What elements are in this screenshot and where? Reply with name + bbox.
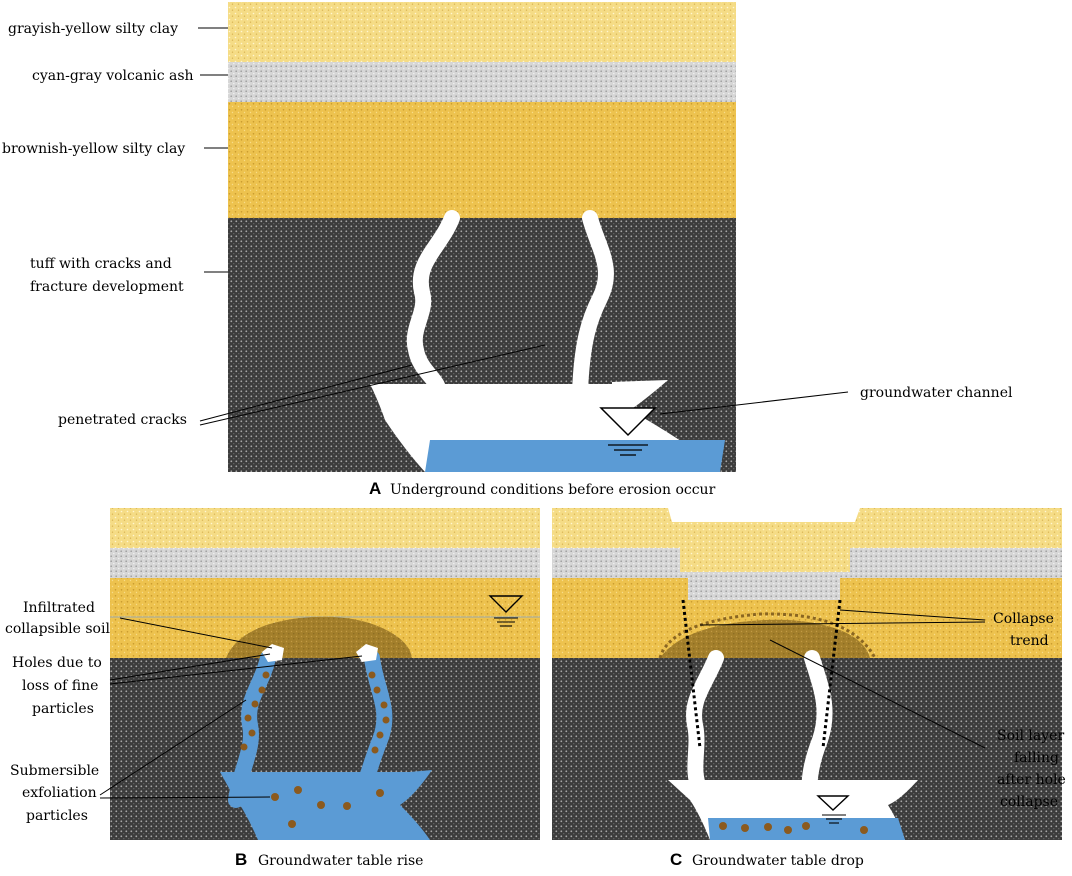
collapse-trend-line-right — [821, 599, 842, 749]
c-channel-particles — [719, 822, 868, 834]
c-water-table-icon — [816, 795, 850, 811]
label-holes-line-2: loss of fine — [22, 678, 98, 694]
label-infiltrated-line-1: Infiltrated — [23, 600, 95, 616]
water-table-icon — [599, 407, 657, 437]
b-layer-grayish-yellow — [110, 508, 540, 548]
surface-depression — [668, 508, 860, 522]
caption-b-letter: B — [235, 850, 247, 869]
label-soil-line-4: collapse — [1000, 794, 1058, 810]
hole-right — [356, 644, 378, 662]
collapse-trend-arc — [658, 612, 877, 659]
caption-c-letter: C — [670, 850, 682, 869]
label-tuff-line-1: tuff with cracks and — [30, 256, 172, 272]
b-groundwater-channel — [220, 770, 432, 840]
label-holes-line-1: Holes due to — [12, 655, 102, 671]
groundwater-water — [425, 440, 725, 472]
b-layer-cyan-gray — [110, 548, 540, 578]
layer-brownish-yellow-silty-clay — [228, 102, 736, 218]
label-grayish-yellow-silty-clay: grayish-yellow silty clay — [8, 21, 178, 37]
caption-c-text: Groundwater table drop — [692, 853, 864, 869]
panel-c: Collapse trend Soil layer falling after … — [552, 508, 1066, 869]
label-collapse-line-2: trend — [1010, 633, 1049, 649]
label-infiltrated-line-2: collapsible soil — [5, 621, 110, 637]
label-soil-line-2: falling — [1014, 750, 1059, 766]
channel-particles — [271, 786, 384, 828]
caption-b-text: Groundwater table rise — [258, 853, 423, 869]
caption-a-letter: A — [369, 479, 381, 498]
b-water-table-icon — [488, 595, 524, 613]
label-brownish-yellow-silty-clay: brownish-yellow silty clay — [2, 141, 185, 157]
label-submersible-line-3: particles — [26, 808, 88, 824]
label-groundwater-channel: groundwater channel — [860, 385, 1013, 401]
collapse-trend-line-left — [681, 599, 702, 749]
subsided-silty-clay — [680, 522, 850, 572]
label-submersible-line-1: Submersible — [10, 763, 99, 779]
label-cyan-gray-volcanic-ash: cyan-gray volcanic ash — [32, 68, 194, 84]
label-tuff-line-2: fracture development — [30, 279, 184, 295]
layer-grayish-yellow-silty-clay — [228, 2, 736, 62]
label-submersible-line-2: exfoliation — [22, 785, 97, 801]
label-soil-line-1: Soil layer — [997, 728, 1064, 744]
hole-left — [262, 644, 284, 662]
crack-particles — [240, 671, 390, 754]
label-collapse-line-1: Collapse — [993, 611, 1054, 627]
layer-cyan-gray-volcanic-ash — [228, 62, 736, 102]
panel-a: grayish-yellow silty clay cyan-gray volc… — [2, 2, 1013, 498]
collapsed-soil-mound — [660, 619, 870, 658]
crack-right — [572, 210, 614, 400]
subsided-volcanic-ash — [688, 572, 840, 600]
c-crack-left — [686, 650, 724, 798]
caption-a-text: Underground conditions before erosion oc… — [390, 482, 716, 498]
label-soil-line-3: after hole — [997, 772, 1066, 788]
label-penetrated-cracks: penetrated cracks — [58, 412, 187, 428]
panel-b: Infiltrated collapsible soil Holes due t… — [5, 508, 540, 869]
c-crack-right — [801, 650, 833, 803]
label-holes-line-3: particles — [32, 701, 94, 717]
